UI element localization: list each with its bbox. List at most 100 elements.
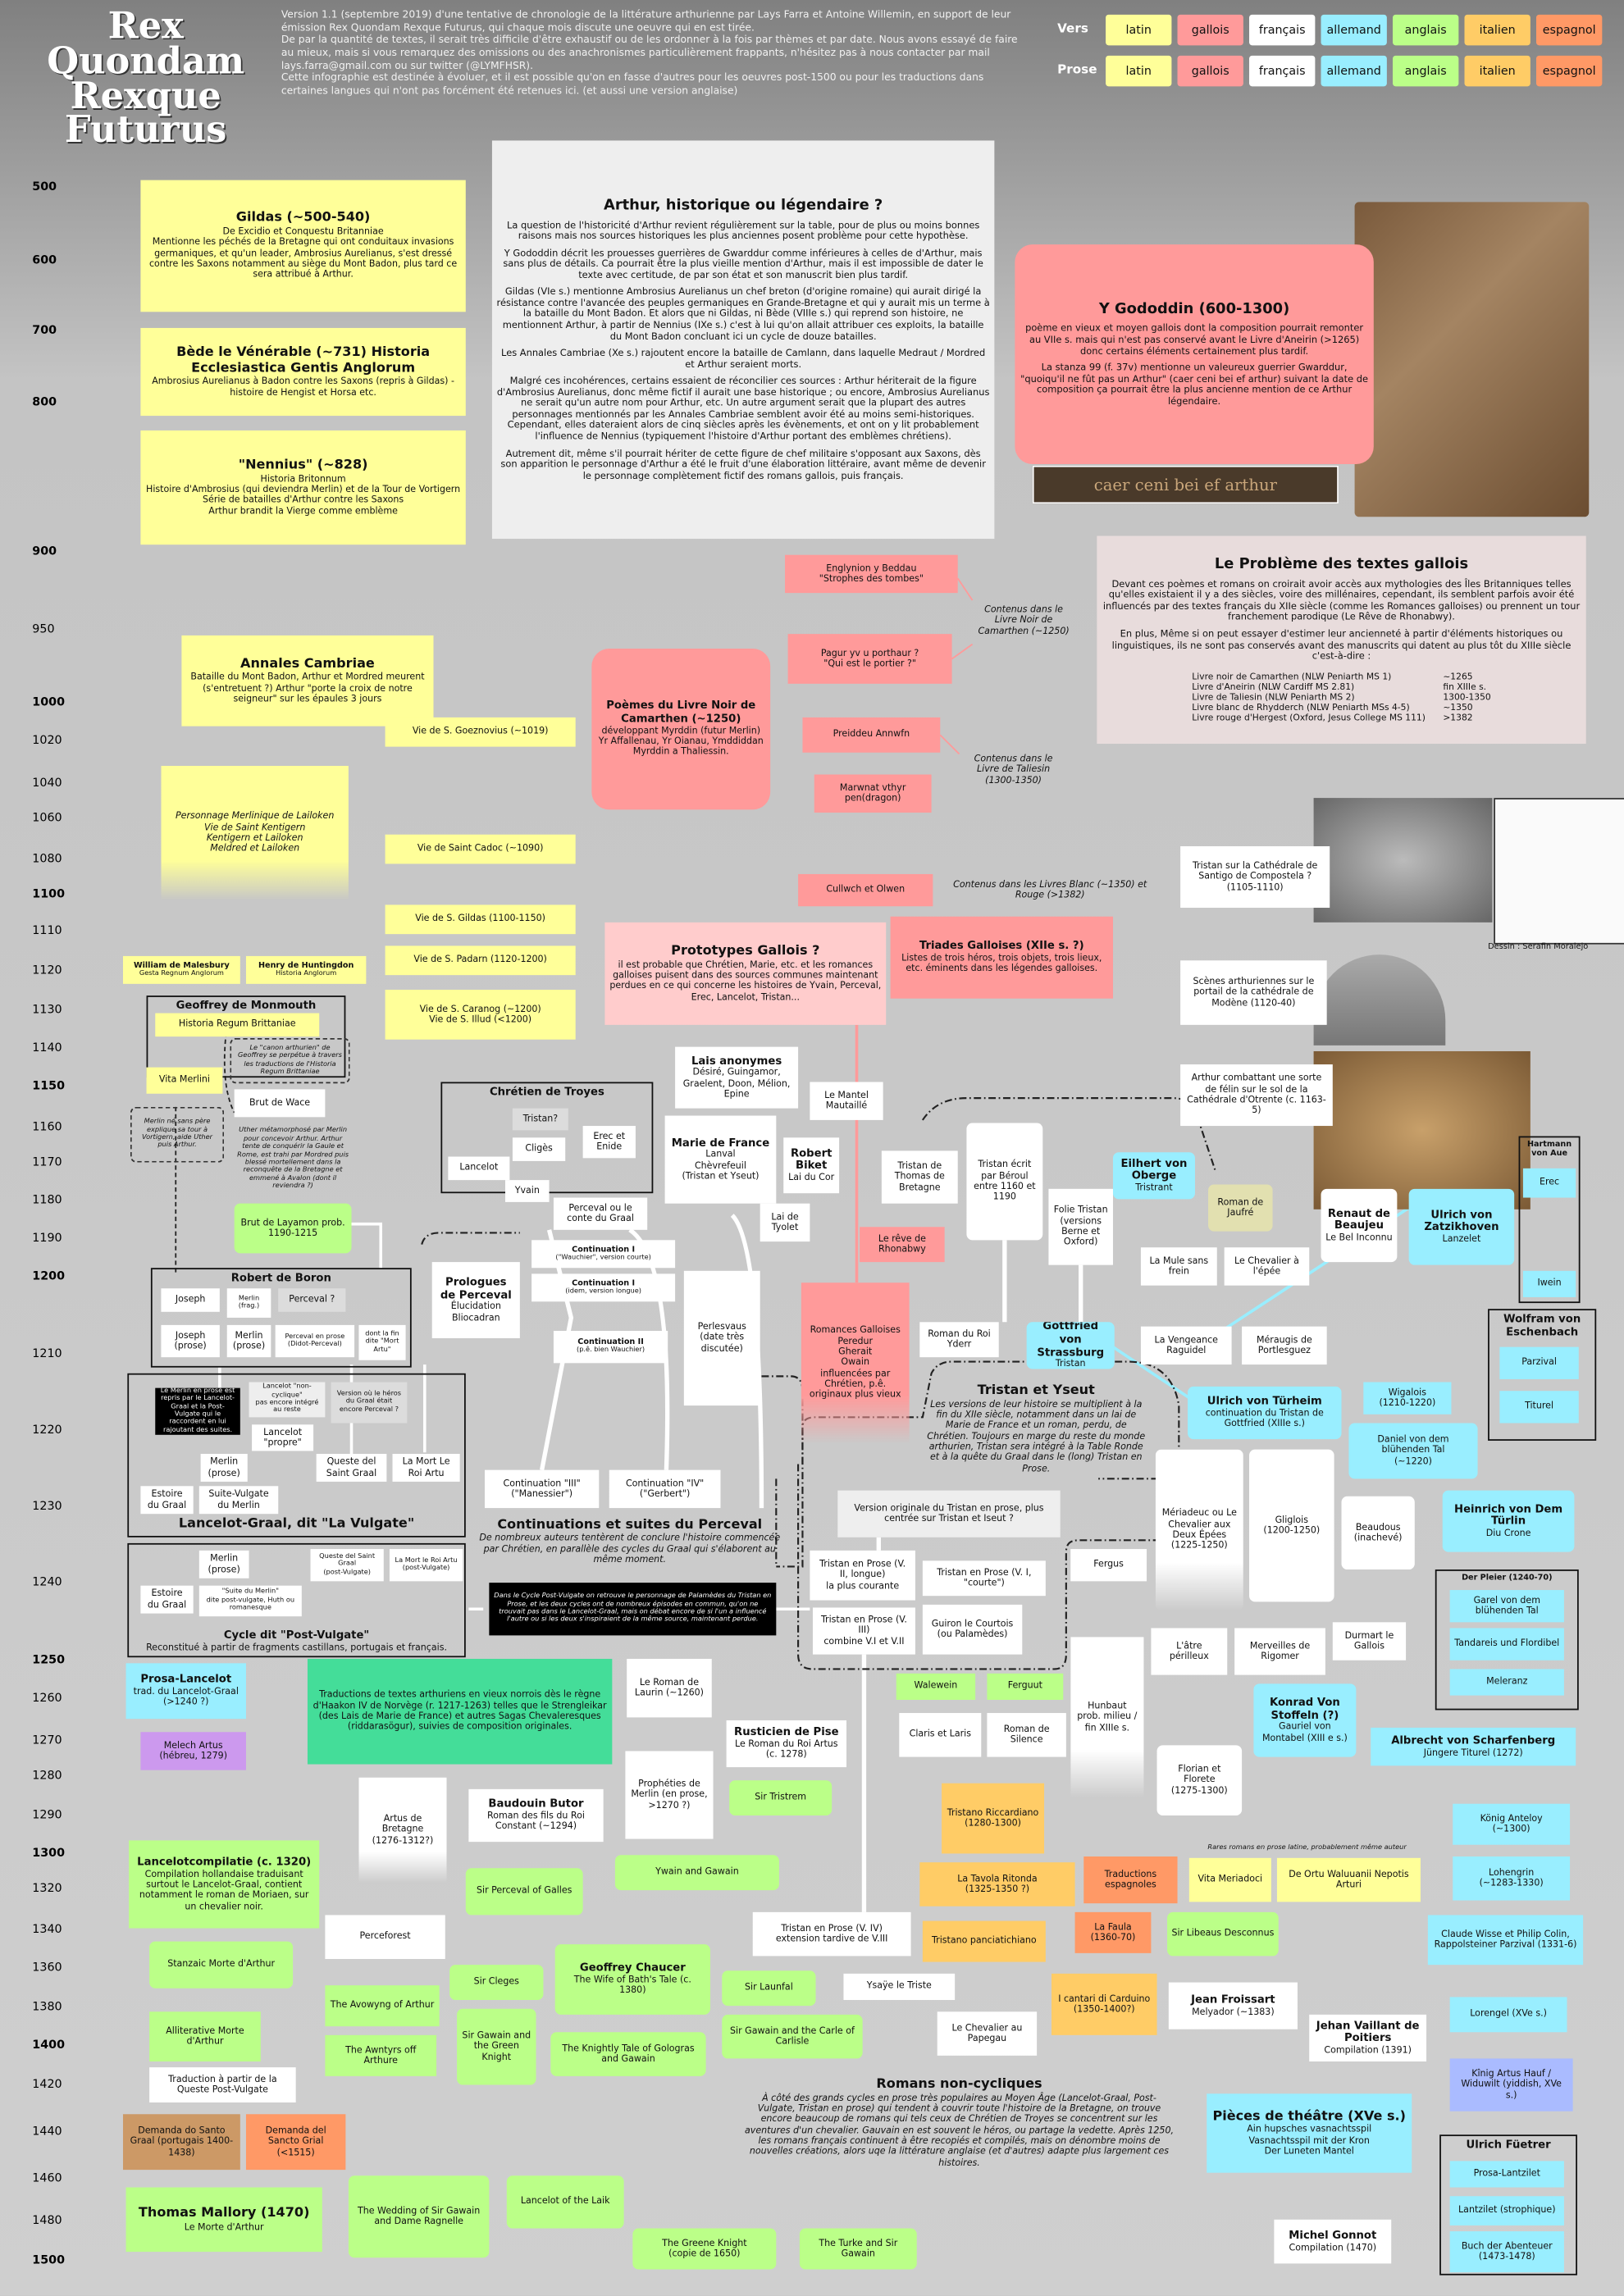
entry-arthurhist: Arthur, historique ou légendaire ?La que… — [491, 140, 995, 540]
entry-text: Tristan en Prose (V. III) — [820, 1615, 907, 1637]
entry-text: Sir Cleges — [473, 1977, 519, 1988]
year-label: 1240 — [32, 1575, 62, 1589]
entry-text: Tristano panciatichiano — [932, 1936, 1037, 1947]
entry-text: À côté des grands cycles en prose très p… — [745, 2093, 1174, 2168]
entry-erec: Erec et Enide — [582, 1126, 636, 1159]
entry-fuetrer: Ulrich Füetrer — [1439, 2134, 1577, 2276]
entry-text: (post-Vulgate) — [402, 1565, 450, 1573]
entry-norrois: Traductions de textes arthuriens en vieu… — [307, 1658, 613, 1765]
entry-text: Lancelot — [459, 1163, 499, 1173]
entry-text: (post-Vulgate) — [323, 1569, 371, 1577]
manuscript-cell: fin XIIIe s. — [1443, 681, 1487, 692]
year-label: 1110 — [32, 923, 62, 937]
entry-text: Les versions de leur histoire se multipl… — [927, 1399, 1146, 1474]
entry-text: (date très discutée) — [700, 1332, 745, 1354]
entry-text: poème en vieux et moyen gallois dont la … — [1025, 322, 1364, 357]
entry-text: Y Gododdin décrit les prouesses guerrièr… — [503, 247, 983, 281]
entry-text: Estoire du Graal — [147, 1489, 187, 1510]
entry-caranog: Vie de S. Caranog (~1200)Vie de S. Illud… — [385, 989, 576, 1040]
entry-carle: Sir Gawain and the Carle of Carlisle — [722, 2014, 863, 2059]
entry-text: Tristan sur la Cathédrale de Santigo de … — [1192, 860, 1318, 882]
entry-versionp: Version où le héros du Graal était encor… — [331, 1382, 408, 1424]
entry-ferguut: Ferguut — [987, 1673, 1064, 1700]
entry-goeznovius: Vie de S. Goeznovius (~1019) — [385, 717, 576, 747]
entry-text: Ambrosius Aurelianus à Badon contre les … — [152, 376, 454, 398]
legend-latin: latin — [1106, 55, 1172, 87]
entry-text: Brut de Wace — [249, 1097, 311, 1109]
entry-text: Brut de Layamon prob. 1190-1215 — [240, 1217, 345, 1239]
entry-contenus1: Contenus dans le Livre Noir de Camarthen… — [969, 583, 1078, 659]
entry-vnote: Le Merlin en prose est repris par le Lan… — [155, 1387, 240, 1435]
entry-text: développant Myrddin (futur Merlin) — [601, 726, 761, 736]
entry-meleranz: Meleranz — [1449, 1669, 1564, 1696]
entry-text: Garel von dem blühenden Tal — [1473, 1595, 1540, 1617]
entry-gliglois: Gliglois(1200-1250) — [1249, 1449, 1334, 1602]
entry-text: De nombreux auteurs tentèrent de conclur… — [479, 1533, 781, 1565]
entry-text: (1280-1300) — [965, 1818, 1021, 1829]
entry-preiddeu: Preiddeu Annwfn — [802, 717, 941, 753]
entry-text: Perceval ? — [289, 1294, 335, 1305]
entry-title: Thomas Mallory (1470) — [138, 2206, 310, 2221]
entry-marwnat: Marwnat vthyr pen(dragon) — [814, 774, 932, 813]
entry-text: Continuation "IV" — [625, 1478, 705, 1489]
manuscript-cell: Livre de Taliesin (NLW Peniarth MS 2) — [1192, 692, 1355, 703]
entry-text: "Qui est le portier ?" — [823, 658, 916, 669]
entry-text: Listes de trois héros, trois objets, tro… — [901, 953, 1102, 974]
entry-vsuite: Suite-Vulgate du Merlin — [198, 1486, 279, 1515]
year-label: 1040 — [32, 776, 62, 790]
entry-title: Eilhert von Oberge — [1120, 1155, 1188, 1182]
santiago-drawing-image — [1494, 798, 1624, 945]
manuscript-cell: ~1350 — [1443, 702, 1473, 713]
entry-text: Vie de S. Caranog (~1200) — [419, 1004, 541, 1014]
year-label: 1120 — [32, 963, 62, 977]
entry-haufs: Kînig Artus Hauf / Widuwilt (yiddish, XV… — [1449, 2058, 1573, 2112]
entry-text: Ain hupsches vasnachtsspil — [1247, 2125, 1372, 2135]
entry-text: Compilation (1470) — [1289, 2242, 1377, 2253]
entry-awntyrs: The Awntyrs off Arthure — [325, 2034, 437, 2076]
manuscript-caption: caer ceni bei ef arthur — [1032, 465, 1339, 504]
entry-geoffrey: Geoffrey de Monmouth — [146, 995, 346, 1078]
entry-text: La Mule sans frein — [1149, 1255, 1209, 1277]
entry-contenus2: Contenus dans le Livre de Taliesin (1300… — [960, 740, 1068, 801]
entry-text: Meldred et Lailoken — [210, 844, 300, 854]
entry-text: Parzival — [1521, 1357, 1557, 1369]
entry-text: Buch der Abenteuer — [1461, 2241, 1553, 2252]
entry-text: La Tavola Ritonda — [957, 1873, 1038, 1884]
entry-title: Lais anonymes — [691, 1053, 782, 1068]
entry-text: (p.ê. bien Wauchier) — [577, 1347, 645, 1355]
entry-text: Dans le Cycle Post-Vulgate on retrouve l… — [494, 1592, 772, 1624]
legend-français: français — [1249, 55, 1316, 87]
manuscript-row: Livre blanc de Rhydderch (NLW Peniarth M… — [1184, 703, 1500, 713]
entry-uther: Uther métamorphosé par Merlin pour conce… — [231, 1123, 354, 1196]
manuscript-row: Livre d'Aneirin (NLW Cardiff MS 2.81)fin… — [1184, 681, 1500, 692]
entry-vqueste: Queste del Saint Graal — [316, 1454, 387, 1482]
entry-text: Merlin (frag.) — [238, 1295, 260, 1311]
entry-text: Lorengel (XVe s.) — [1470, 2009, 1547, 2020]
entry-text: Roman des fils du Roi Constant (~1294) — [487, 1811, 585, 1833]
manuscript-cell: Livre blanc de Rhydderch (NLW Peniarth M… — [1192, 702, 1410, 713]
entry-abenteuer: Buch der Abenteuer(1473-1478) — [1449, 2231, 1564, 2273]
entry-text: Preiddeu Annwfn — [833, 729, 910, 740]
entry-pestoire: Estoire du Graal — [140, 1585, 194, 1614]
entry-title: Der Pleier (1240-70) — [1462, 1574, 1553, 1583]
entry-bede: Bède le Vénérable (~731) Historia Eccles… — [140, 327, 466, 417]
entry-text: Merlin né sans père explique sa tour à V… — [141, 1118, 213, 1150]
entry-text: Contenus dans le Livre de Taliesin (1300… — [974, 754, 1053, 786]
entry-text: ("Manessier") — [511, 1488, 573, 1500]
entry-text: Sir Perceval of Galles — [476, 1886, 573, 1897]
entry-text: Vita Merlini — [158, 1075, 211, 1086]
entry-text: Cligès — [525, 1144, 553, 1155]
entry-anteloy: König Anteloy(~1300) — [1453, 1803, 1571, 1845]
entry-text: Lanval — [705, 1150, 736, 1160]
entry-text: Historia Anglorum — [276, 970, 337, 978]
manuscript-table: Livre noir de Camarthen (NLW Peniarth MS… — [1184, 672, 1500, 723]
entry-title: William de Malesbury — [133, 961, 230, 971]
year-label: 1020 — [32, 733, 62, 747]
entry-title: Rusticien de Pise — [734, 1724, 839, 1738]
entry-text: Beaudous — [1355, 1522, 1401, 1533]
